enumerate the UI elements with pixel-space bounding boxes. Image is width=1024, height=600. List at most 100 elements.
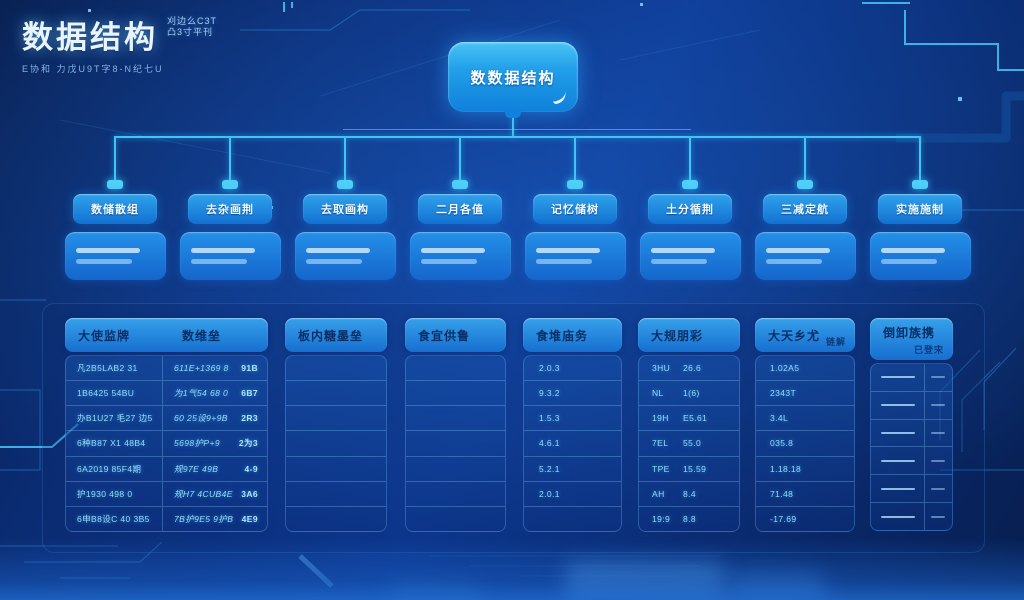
root-connector-stem [512, 112, 514, 138]
table-row [406, 431, 505, 457]
child-card-4[interactable] [409, 232, 511, 280]
child-node-label: 去杂画荆 [206, 204, 254, 216]
child-node-2[interactable]: 去杂画荆 [188, 194, 272, 224]
panel-d-body: 2.0.3 9.3.2 1.5.3 4.6.1 5.2.1 2.0.1 [523, 355, 622, 532]
table-row [406, 406, 505, 432]
tree-connector-rail [114, 136, 921, 138]
tree-connector-rail-secondary [343, 129, 691, 130]
cell: 71.48 [770, 488, 794, 499]
connector-drop [114, 138, 116, 180]
table-row [286, 381, 386, 407]
child-card-6[interactable] [639, 232, 741, 280]
child-card-2[interactable] [179, 232, 281, 280]
page-title: 数据结构 [22, 20, 158, 55]
connector-nub [222, 180, 238, 189]
table-row [286, 431, 386, 457]
tree-branch-3: 去取画构 [287, 138, 403, 280]
child-card-7[interactable] [754, 232, 856, 280]
placeholder-bar [931, 459, 945, 462]
cell: 为1气54 68 0 [174, 388, 229, 399]
table-row: 3.4L [756, 406, 854, 432]
cell: 7EL [652, 438, 669, 449]
cell: AH [652, 488, 665, 499]
root-node[interactable]: 数数据结构 [448, 42, 578, 118]
cell: 19H [652, 413, 669, 424]
connector-drop [229, 138, 231, 180]
table-row [406, 457, 505, 482]
tree-branch-6: 土分循荆 [632, 138, 748, 280]
cell: 26.6 [683, 363, 702, 374]
panel-f-subheader: 链解 [825, 337, 846, 347]
table-row [871, 419, 952, 448]
cell-value: 6B7 [241, 388, 258, 399]
divider [924, 391, 925, 419]
cell: TPE [652, 463, 670, 474]
cell: 9.3.2 [539, 388, 560, 399]
panel-f-header-label: 大天乡尤 [768, 328, 821, 343]
placeholder-bar [881, 515, 915, 518]
cell: 1.18.18 [770, 463, 802, 474]
table-row: 19H E5.61 [639, 406, 739, 432]
child-card-5[interactable] [524, 232, 626, 280]
child-card-1[interactable] [64, 232, 166, 280]
cell: E5.61 [683, 413, 708, 424]
panel-d: 食堆庙务 2.0.3 9.3.2 1.5.3 4.6.1 5.2.1 2.0.1 [523, 318, 622, 532]
child-node-8[interactable]: 实施施制 [878, 194, 962, 224]
placeholder-bar [420, 248, 485, 253]
table-row [406, 482, 505, 507]
cell: 8.8 [683, 513, 697, 524]
panel-f-header: 大天乡尤 链解 [755, 318, 855, 352]
cell: 035.8 [770, 438, 794, 449]
child-card-8[interactable] [869, 232, 971, 280]
panel-g-subheader: 已登宋 [913, 345, 944, 355]
cell: 19:9 [652, 513, 671, 524]
child-node-label: 二月各值 [436, 204, 484, 216]
child-node-1[interactable]: 数储散组 [73, 194, 157, 224]
panel-g-body [870, 363, 953, 531]
cell: 2.0.3 [539, 363, 560, 374]
placeholder-bar [420, 259, 477, 264]
cell: 8.4 [683, 488, 697, 499]
child-node-label: 记忆储树 [551, 204, 599, 216]
child-card-3[interactable] [294, 232, 396, 280]
cell: 611E+1369 8 [174, 363, 229, 374]
divider [924, 447, 925, 475]
connector-drop [344, 138, 346, 180]
panel-b: 板内糖墨垒 [285, 318, 387, 532]
swoosh-icon [550, 90, 569, 105]
child-node-4[interactable]: 二月各值 [418, 194, 502, 224]
child-node-6[interactable]: 土分循荆 [648, 194, 732, 224]
table-row [871, 475, 952, 504]
title-suffix: 刈边么C3T 凸3寸平刊 [167, 16, 217, 39]
connector-nub [452, 180, 468, 189]
child-node-5[interactable]: 记忆储树 [533, 194, 617, 224]
child-node-label: 数储散组 [91, 204, 139, 216]
placeholder-bar [535, 248, 600, 253]
cell: 4.6.1 [539, 438, 560, 449]
child-node-3[interactable]: 去取画构 [303, 194, 387, 224]
cell-value: 3A6 [241, 488, 258, 499]
child-node-7[interactable]: 三减定航 [763, 194, 847, 224]
table-row [871, 364, 952, 392]
divider [924, 503, 925, 530]
child-node-label: 去取画构 [321, 204, 369, 216]
table-row [286, 356, 386, 382]
table-row: 2.0.3 [524, 356, 621, 382]
table-row [406, 356, 505, 382]
placeholder-bar [880, 259, 937, 264]
table-row [524, 507, 621, 531]
cell: 办B1U27 毛27 边5 [66, 406, 163, 431]
cell-value: 91B [241, 363, 258, 374]
placeholder-bar [75, 248, 140, 253]
cell: 1(6) [683, 388, 700, 399]
cell-value: 4E9 [241, 513, 258, 524]
connector-nub [682, 180, 698, 189]
